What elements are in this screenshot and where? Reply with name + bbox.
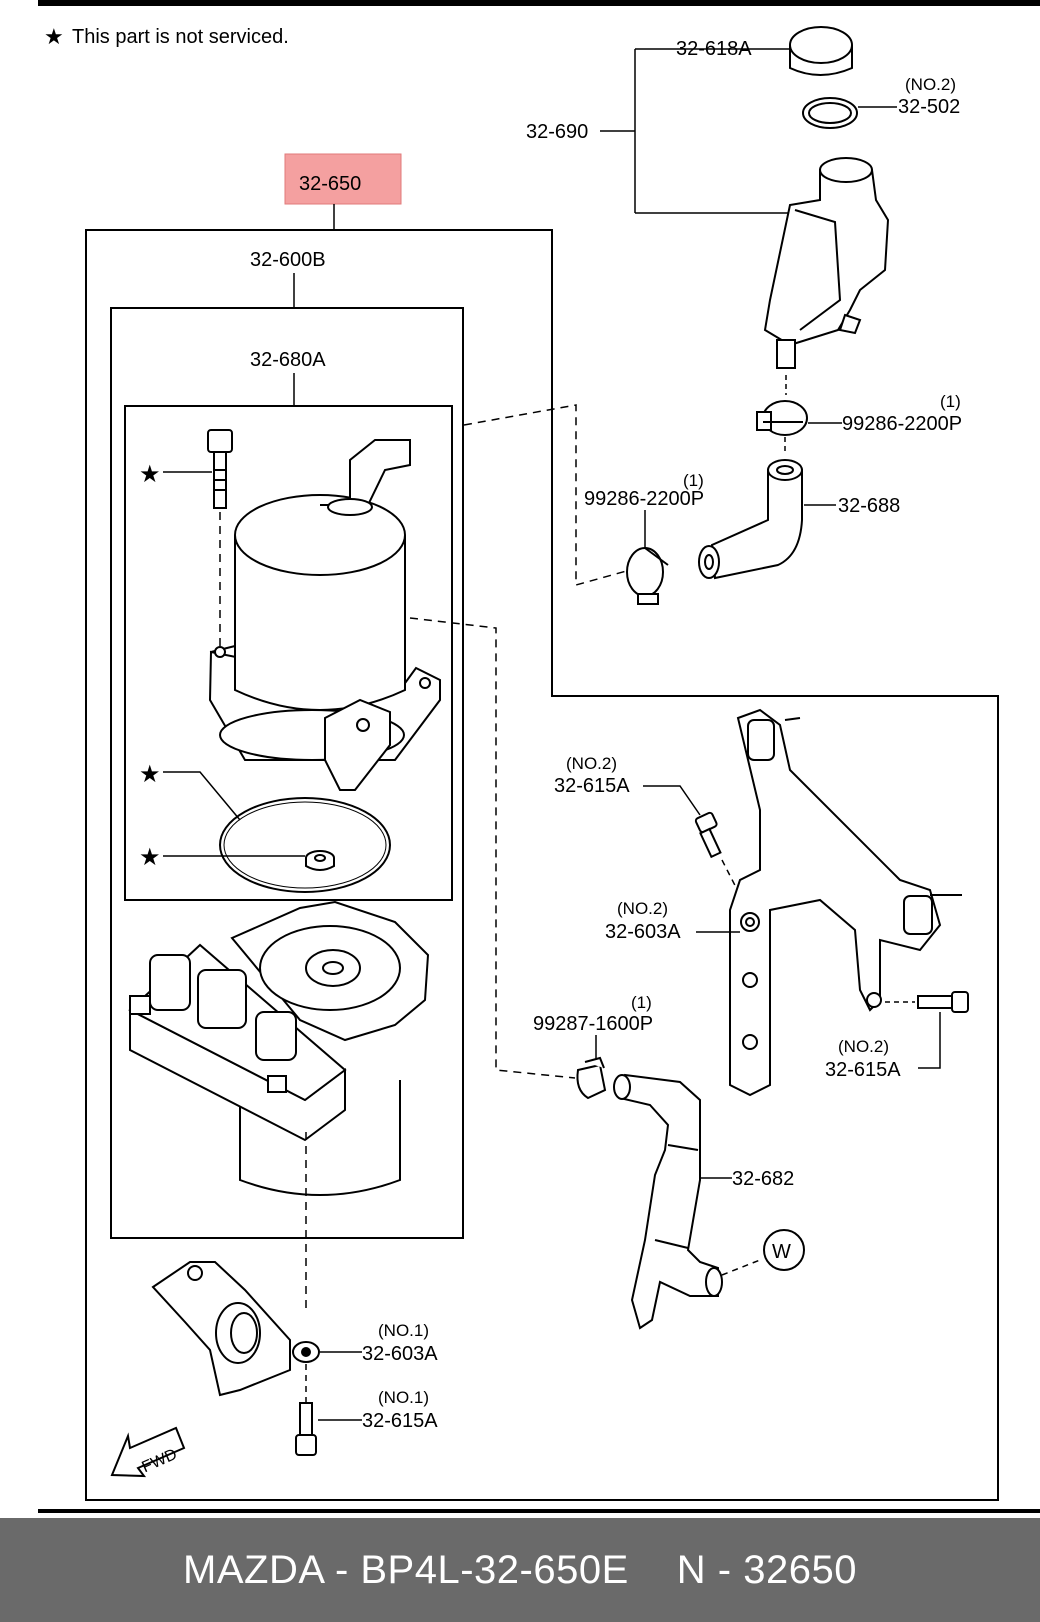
assembly-box xyxy=(110,307,464,1239)
bolt-icon xyxy=(207,429,233,509)
label-gasket-qty: (NO.2) xyxy=(905,75,956,94)
bolt-icon xyxy=(917,991,969,1013)
footer-part-number: MAZDA - BP4L-32-650E xyxy=(183,1547,629,1592)
label-clamp-lower: 99287-1600P xyxy=(533,1013,653,1035)
bushing-icon xyxy=(292,1341,320,1363)
label-hose-upper: 32-688 xyxy=(838,495,900,517)
label-assembly: 32-600B xyxy=(250,249,326,271)
star-icon: ★ xyxy=(139,844,161,871)
highlight-box xyxy=(284,153,402,205)
label-bolt-low-qty: (NO.1) xyxy=(378,1388,429,1407)
label-bushing-low: 32-603A xyxy=(362,1343,438,1365)
clamp-icon xyxy=(626,547,669,605)
label-bolt-right: 32-615A xyxy=(825,1059,901,1081)
footer: MAZDA - BP4L-32-650E N - 32650 xyxy=(0,1518,1040,1622)
footer-ref-number: N - 32650 xyxy=(676,1547,857,1592)
ref-circle xyxy=(763,1229,805,1271)
pump-illustration xyxy=(128,900,430,1196)
label-clamp-upper-qty: (1) xyxy=(940,392,961,411)
bolt-icon xyxy=(295,1402,317,1456)
hose-icon xyxy=(613,1073,723,1330)
motor-box xyxy=(124,405,453,901)
label-gasket: 32-502 xyxy=(898,96,960,118)
clamp-icon xyxy=(576,1056,607,1100)
label-bolt-top-qty: (NO.2) xyxy=(566,754,617,773)
label-clamp-upper: 99286-2200P xyxy=(842,413,962,435)
cap-icon xyxy=(789,26,853,76)
reservoir-tank-icon xyxy=(763,157,890,369)
hose-icon xyxy=(698,459,803,580)
bolt-icon xyxy=(694,811,722,859)
label-motor: 32-680A xyxy=(250,349,326,371)
label-bushing-low-qty: (NO.1) xyxy=(378,1321,429,1340)
label-hose-lower: 32-682 xyxy=(732,1168,794,1190)
label-clamp-lower-qty: (1) xyxy=(631,993,652,1012)
star-icon: ★ xyxy=(139,761,161,788)
highlight-label: 32-650 xyxy=(299,173,361,195)
bracket-illustration xyxy=(151,1261,291,1397)
washer-icon xyxy=(305,850,335,871)
label-clamp-left-qty: (1) xyxy=(683,471,704,490)
motor-illustration xyxy=(208,439,441,791)
gasket-icon xyxy=(802,97,858,129)
clamp-icon xyxy=(756,400,808,436)
top-border xyxy=(38,0,1040,6)
label-clamp-left: 99286-2200P xyxy=(584,488,704,510)
fwd-arrow-icon xyxy=(110,1426,186,1478)
label-bushing-mid-qty: (NO.2) xyxy=(617,899,668,918)
label-tank: 32-690 xyxy=(526,121,588,143)
outer-box xyxy=(85,229,999,1501)
label-bolt-right-qty: (NO.2) xyxy=(838,1037,889,1056)
label-bolt-low: 32-615A xyxy=(362,1410,438,1432)
star-icon: ★ xyxy=(44,24,64,49)
label-bolt-top: 32-615A xyxy=(554,775,630,797)
bottom-border xyxy=(38,1509,1040,1513)
footer-bar xyxy=(0,1518,1040,1622)
label-bushing-mid: 32-603A xyxy=(605,921,681,943)
label-ref-w: W xyxy=(772,1241,791,1263)
mount-bracket-icon xyxy=(729,708,962,1097)
o-ring-icon xyxy=(219,797,391,893)
star-icon: ★ xyxy=(139,461,161,488)
legend-note: This part is not serviced. xyxy=(72,26,289,48)
